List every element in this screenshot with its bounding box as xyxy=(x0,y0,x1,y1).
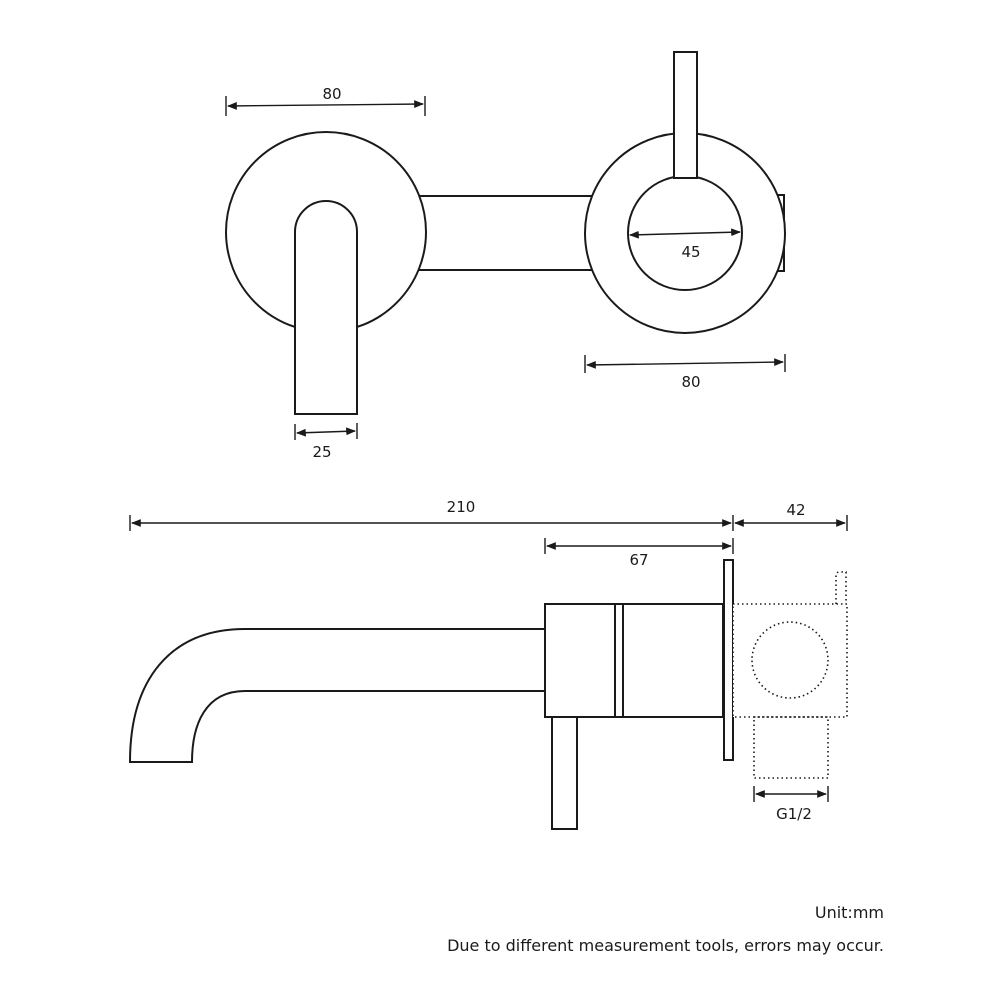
dim-body-67: 67 xyxy=(544,538,734,569)
unit-note: Unit:mm xyxy=(814,903,884,922)
disclaimer-note: Due to different measurement tools, erro… xyxy=(447,936,884,955)
dim-label-handle-escutcheon: 80 xyxy=(681,373,700,391)
side-view: 210 42 67 G1/2 xyxy=(128,498,848,830)
spout-top xyxy=(294,200,358,415)
body-sleeve xyxy=(614,603,724,718)
connector-bar xyxy=(409,195,601,271)
dim-handle-base-45: 45 xyxy=(629,228,741,261)
dim-handle-escutcheon-80: 80 xyxy=(584,354,786,391)
dim-spout-25: 25 xyxy=(294,423,358,461)
spout-profile xyxy=(128,628,546,763)
valve-inlet xyxy=(753,716,829,779)
top-view: 80 45 80 25 xyxy=(225,51,786,461)
dim-label-total: 210 xyxy=(447,498,476,516)
handle-lever-top xyxy=(673,51,698,179)
dim-depth-42: 42 xyxy=(734,501,848,531)
dim-label-escutcheon: 80 xyxy=(322,85,341,103)
concealed-valve-box xyxy=(732,603,848,718)
dim-total-210: 210 xyxy=(129,498,734,531)
dim-label-depth: 42 xyxy=(786,501,805,519)
wall-plate xyxy=(723,559,734,761)
dim-escutcheon-80: 80 xyxy=(225,85,426,116)
dim-label-body: 67 xyxy=(629,551,648,569)
dim-label-thread: G1/2 xyxy=(776,805,812,823)
valve-cartridge xyxy=(751,621,829,699)
handle-lever-side xyxy=(551,716,578,830)
dim-label-handle-base: 45 xyxy=(681,243,700,261)
valve-pin xyxy=(835,571,847,604)
body-block xyxy=(544,603,616,718)
dim-label-spout: 25 xyxy=(312,443,331,461)
dim-thread-g12: G1/2 xyxy=(753,786,829,823)
